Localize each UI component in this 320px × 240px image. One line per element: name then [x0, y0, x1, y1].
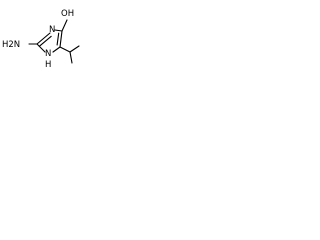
bond-c2-n3 [36, 32, 51, 45]
label-amino: H2N [2, 40, 20, 50]
bond-c5-n1 [52, 46, 61, 53]
bond-c4-c5-double [56, 32, 60, 46]
bond-c4-oh [61, 19, 68, 32]
bond-c2-n3-double [38, 35, 52, 47]
label-imidazole-n3: N [49, 25, 55, 35]
label-imidazole-n1-h: H [45, 60, 51, 70]
label-imidazole-n1: N [45, 49, 51, 59]
bond-c5-ipr-ch [59, 46, 71, 53]
bond-ipr-methyl-down [69, 51, 73, 64]
bond-c4-c5 [59, 30, 63, 48]
bond-n3-c4 [54, 29, 63, 32]
structure-diagram: OH H2N N N H [2, 9, 80, 70]
atom-labels: OH H2N N N H [2, 9, 74, 70]
bond-n1-c2 [36, 43, 46, 53]
bond-group [28, 19, 80, 64]
bond-ipr-methyl-up [69, 45, 80, 53]
label-hydroxyl: OH [61, 9, 74, 19]
